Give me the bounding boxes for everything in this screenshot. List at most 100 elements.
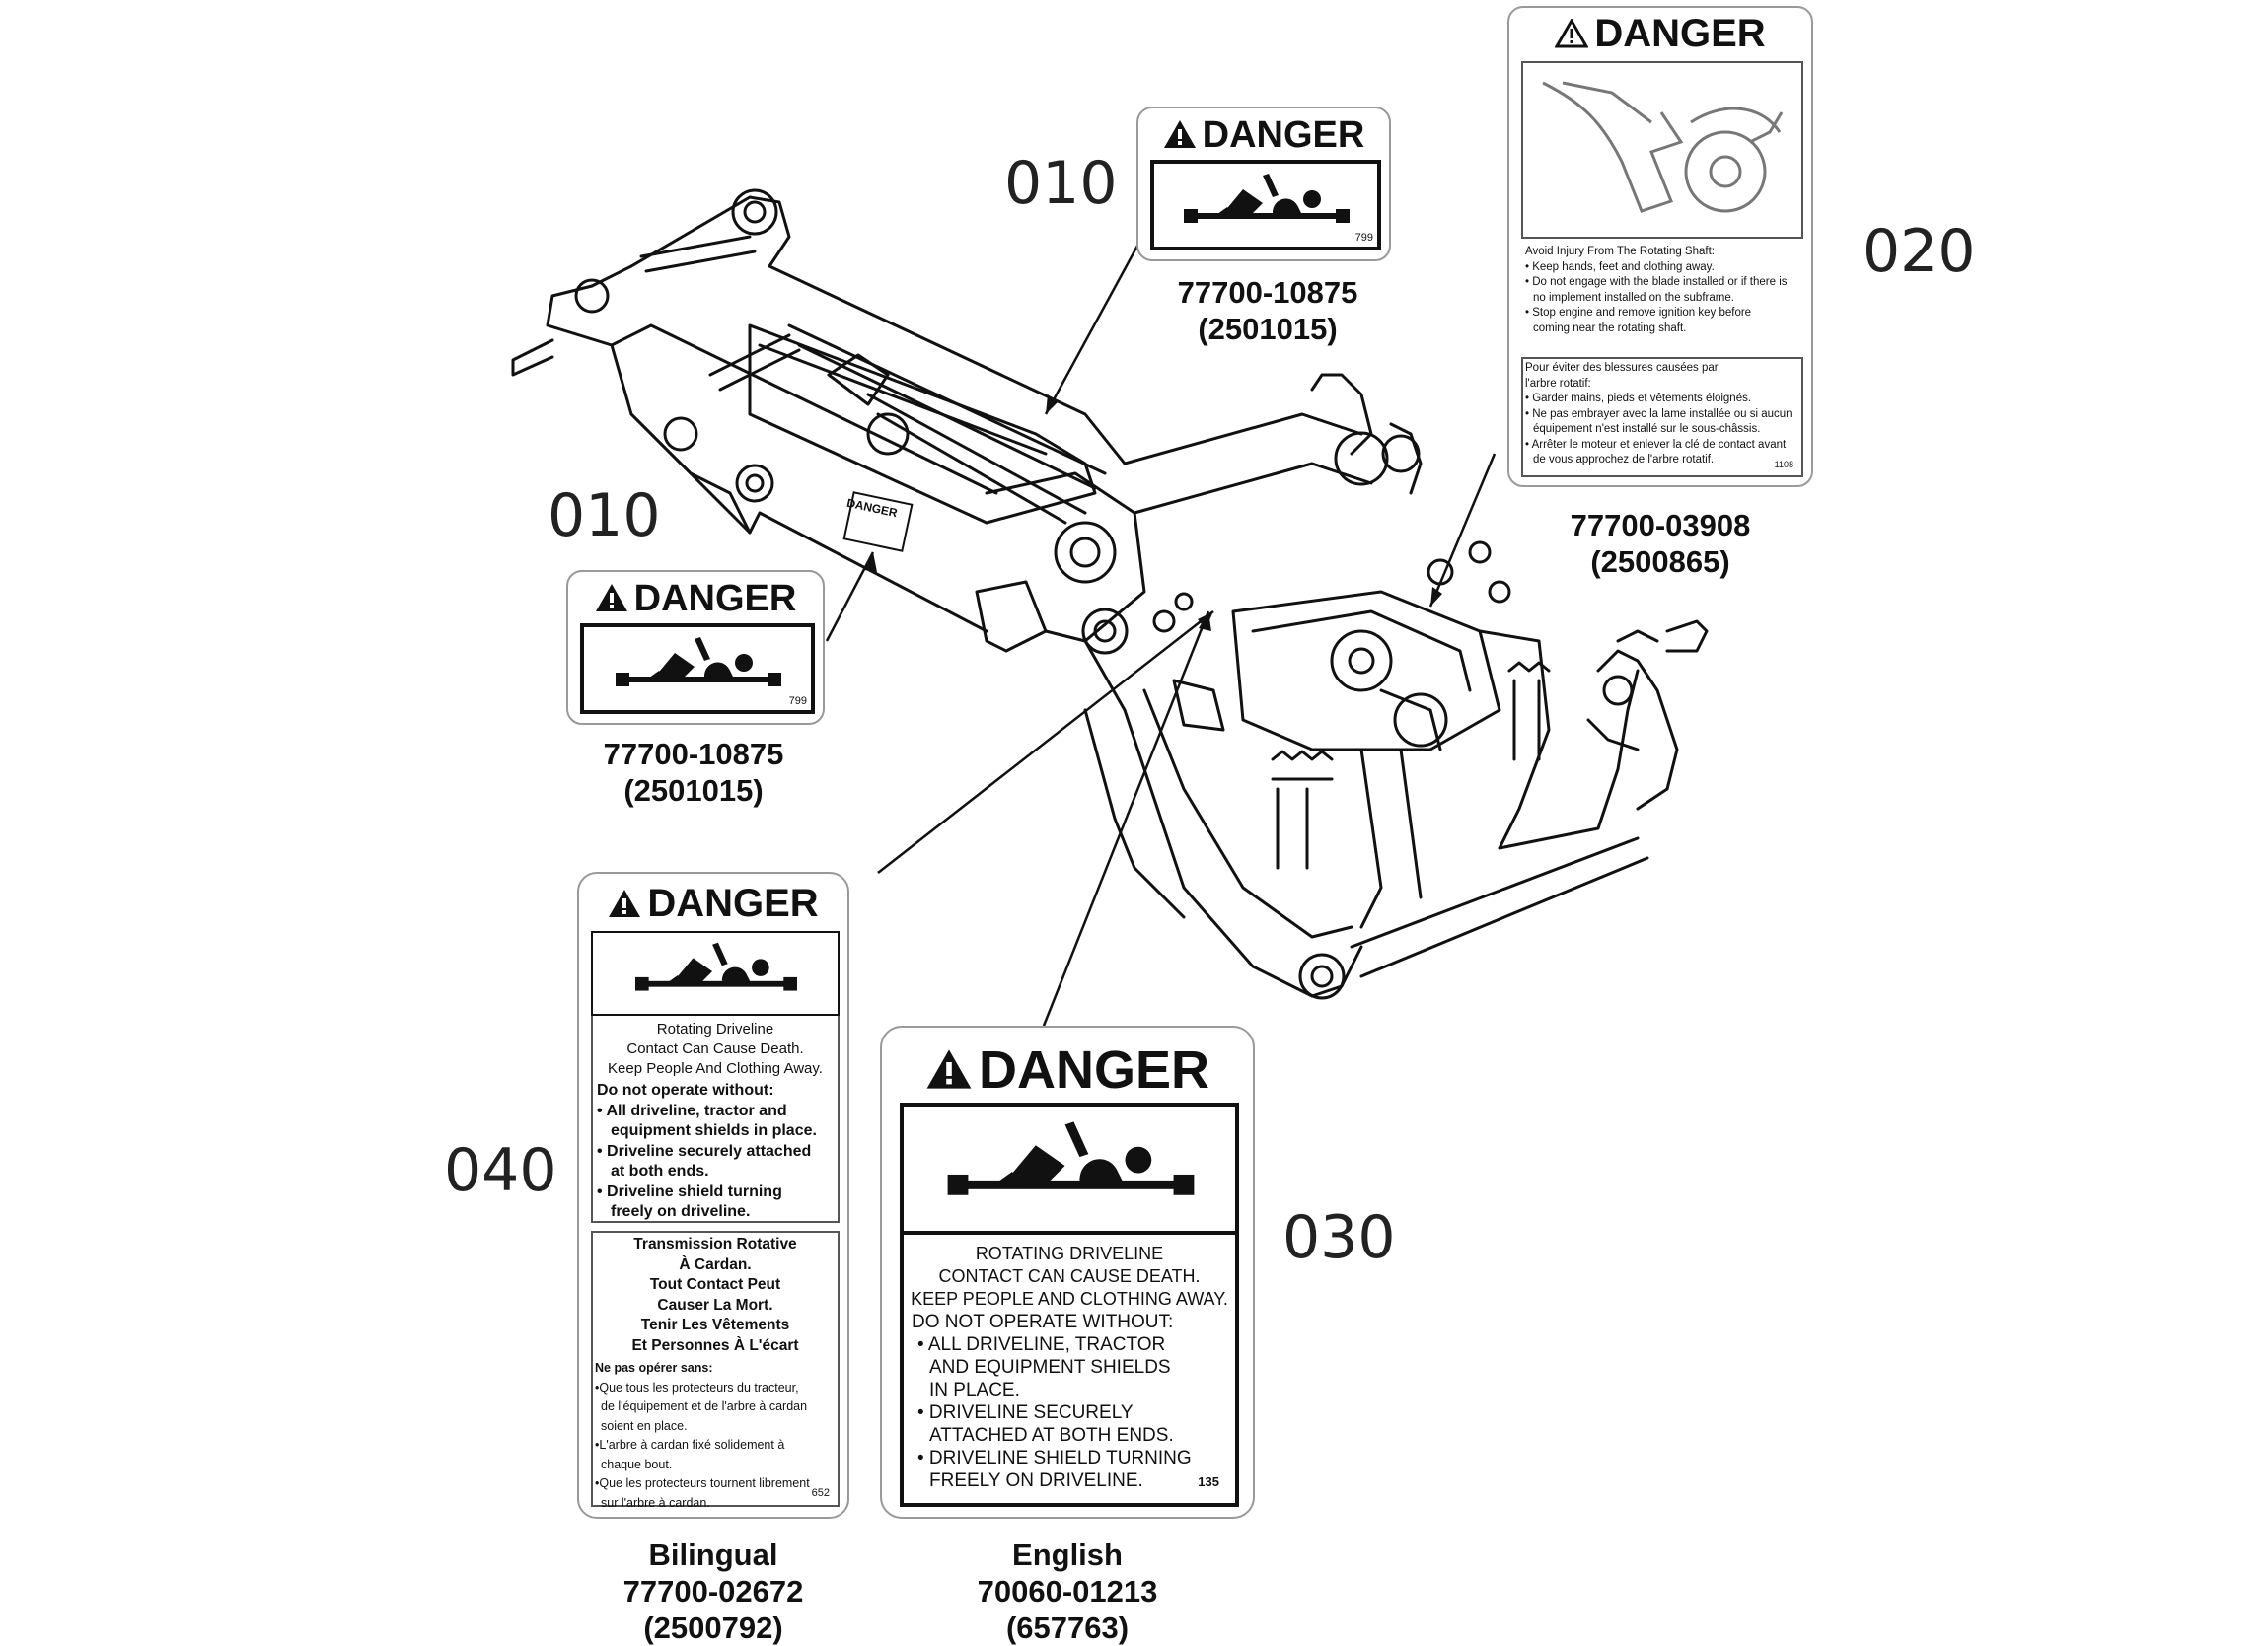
fr-line: Tout Contact Peut <box>649 1276 781 1293</box>
en-bullet: • Driveline securely attached <box>597 1142 812 1160</box>
fr-line: Et Personnes À L'écart <box>631 1336 799 1354</box>
decal-code: 1108 <box>1774 460 1793 469</box>
decal-language-label: English <box>1012 1538 1123 1572</box>
warning-line: KEEP PEOPLE AND CLOTHING AWAY. <box>911 1289 1228 1309</box>
bullet: • DRIVELINE SHIELD TURNING <box>917 1448 1192 1468</box>
decal-heading: DANGER <box>1138 114 1389 157</box>
en-title: Avoid Injury From The Rotating Shaft: <box>1525 246 1715 257</box>
fr-line: • Ne pas embrayer avec la lame installée… <box>1525 407 1792 420</box>
decal-pictogram <box>900 1103 1239 1235</box>
en-line: Contact Can Cause Death. <box>626 1040 804 1057</box>
alt-part-number: (2500865) <box>1590 544 1730 579</box>
decal-code: 135 <box>1198 1474 1219 1489</box>
fr-bullet: soient en place. <box>601 1418 688 1433</box>
decal-010-left: DANGER 799 <box>566 570 825 725</box>
alt-part-number: (2501015) <box>1198 312 1338 346</box>
fr-line: Causer La Mort. <box>657 1296 773 1314</box>
callout-040: 040 <box>444 1136 557 1205</box>
alt-part-number: (2501015) <box>623 773 764 808</box>
fr-bullet: de l'équipement et de l'arbre à cardan <box>601 1399 808 1413</box>
fr-line: • Arrêter le moteur et enlever la clé de… <box>1525 438 1787 451</box>
bullet: • DRIVELINE SECURELY <box>917 1402 1134 1423</box>
decal-heading: DANGER <box>568 578 823 620</box>
fr-line: Transmission Rotative <box>633 1236 797 1252</box>
en-line: Rotating Driveline <box>656 1021 774 1038</box>
decal-010-left-part: 77700-10875 (2501015) <box>564 736 823 809</box>
callout-010-top: 010 <box>1004 149 1118 218</box>
en-bullet: equipment shields in place. <box>611 1122 817 1139</box>
warning-line: CONTACT CAN CAUSE DEATH. <box>938 1266 1201 1286</box>
decal-020: DANGER Avoid Injury From The Rotating Sh… <box>1507 6 1813 487</box>
en-line: Keep People And Clothing Away. <box>608 1060 823 1077</box>
warning-triangle-outline-icon <box>1555 18 1589 48</box>
decal-pictogram <box>1150 160 1381 250</box>
decal-pictogram <box>591 931 840 1016</box>
fr-bullet: •Que tous les protecteurs du tracteur, <box>595 1380 799 1395</box>
decal-heading: DANGER <box>882 1039 1253 1101</box>
fr-line: À Cardan. <box>679 1255 752 1273</box>
part-number: 77700-10875 <box>1177 275 1358 310</box>
en-intro: Do not operate without: <box>597 1082 774 1099</box>
fr-bullet: •L'arbre à cardan fixé solidement à <box>595 1438 785 1452</box>
fr-line: équipement n'est installé sur le sous-ch… <box>1533 423 1761 435</box>
en-bullet: • All driveline, tractor and <box>597 1102 787 1119</box>
part-number: 70060-01213 <box>977 1574 1158 1609</box>
fr-line: Tenir Les Vêtements <box>640 1317 790 1333</box>
warning-triangle-icon <box>1163 119 1196 148</box>
text-frame <box>900 1231 1239 1507</box>
bullet: • ALL DRIVELINE, TRACTOR <box>917 1334 1166 1355</box>
bullet: AND EQUIPMENT SHIELDS <box>929 1357 1171 1378</box>
bullet: ATTACHED AT BOTH ENDS. <box>929 1425 1174 1446</box>
fr-warning-block: Pour éviter des blessures causées par l'… <box>1525 361 1792 468</box>
fr-title: Pour éviter des blessures causées par <box>1525 362 1719 374</box>
decal-010-top: DANGER 799 <box>1136 107 1391 261</box>
en-line: coming near the rotating shaft. <box>1533 322 1687 334</box>
decal-language-label: Bilingual <box>648 1538 778 1572</box>
callout-020: 020 <box>1863 217 1976 286</box>
en-warning-frame <box>591 1016 840 1223</box>
warning-triangle-icon <box>595 583 627 611</box>
decal-code: 799 <box>788 695 807 707</box>
decal-pictogram <box>580 623 815 714</box>
alt-part-number: (2500792) <box>643 1610 783 1645</box>
en-bullet: • Driveline shield turning <box>597 1182 782 1200</box>
entanglement-hazard-icon <box>634 942 797 991</box>
en-bullets-block: Do not operate without: • All driveline,… <box>597 1081 817 1223</box>
en-line: no implement installed on the subframe. <box>1533 291 1734 304</box>
en-bullet: at both ends. <box>611 1163 709 1180</box>
fr-warning-frame <box>591 1231 840 1507</box>
entanglement-hazard-icon <box>947 1121 1195 1195</box>
fr-bullets-block: Ne pas opérer sans: •Que tous les protec… <box>595 1359 810 1513</box>
bullet: FREELY ON DRIVELINE. <box>929 1470 1143 1491</box>
entanglement-hazard-icon <box>616 637 781 686</box>
decal-heading: DANGER <box>1509 12 1811 56</box>
rotating-shaft-hand-icon <box>1542 81 1784 213</box>
fr-intro: Ne pas opérer sans: <box>595 1361 713 1375</box>
part-number: 77700-10875 <box>603 737 784 771</box>
bullets-block: DO NOT OPERATE WITHOUT: • ALL DRIVELINE,… <box>912 1311 1192 1492</box>
decal-040-part: Bilingual 77700-02672 (2500792) <box>577 1537 849 1646</box>
fr-line: • Garder mains, pieds et vêtements éloig… <box>1525 393 1752 404</box>
callout-010-left: 010 <box>548 481 661 550</box>
decal-heading: DANGER <box>579 882 847 926</box>
warning-triangle-icon <box>926 1049 972 1090</box>
part-number: 77700-03908 <box>1570 508 1751 542</box>
intro: DO NOT OPERATE WITHOUT: <box>912 1312 1174 1332</box>
alt-part-number: (657763) <box>1005 1610 1130 1645</box>
en-warning-block: Avoid Injury From The Rotating Shaft: • … <box>1525 245 1788 336</box>
callout-030: 030 <box>1282 1203 1396 1272</box>
decal-code: 799 <box>1354 232 1373 244</box>
en-line: • Stop engine and remove ignition key be… <box>1525 307 1752 319</box>
en-line: • Do not engage with the blade installed… <box>1525 276 1788 288</box>
warning-block: ROTATING DRIVELINE CONTACT CAN CAUSE DEA… <box>900 1243 1239 1311</box>
en-line: • Keep hands, feet and clothing away. <box>1525 260 1715 273</box>
entanglement-hazard-icon <box>1184 174 1350 223</box>
decal-pictogram <box>1521 61 1803 239</box>
warning-line: ROTATING DRIVELINE <box>975 1244 1164 1263</box>
decal-040: DANGER Rotating Driveline Contact Can Ca… <box>577 872 849 1519</box>
decal-010-top-part: 77700-10875 (2501015) <box>1144 274 1391 347</box>
fr-bullet: chaque bout. <box>601 1457 673 1471</box>
warning-triangle-icon <box>609 889 641 917</box>
part-number: 77700-02672 <box>622 1574 804 1609</box>
